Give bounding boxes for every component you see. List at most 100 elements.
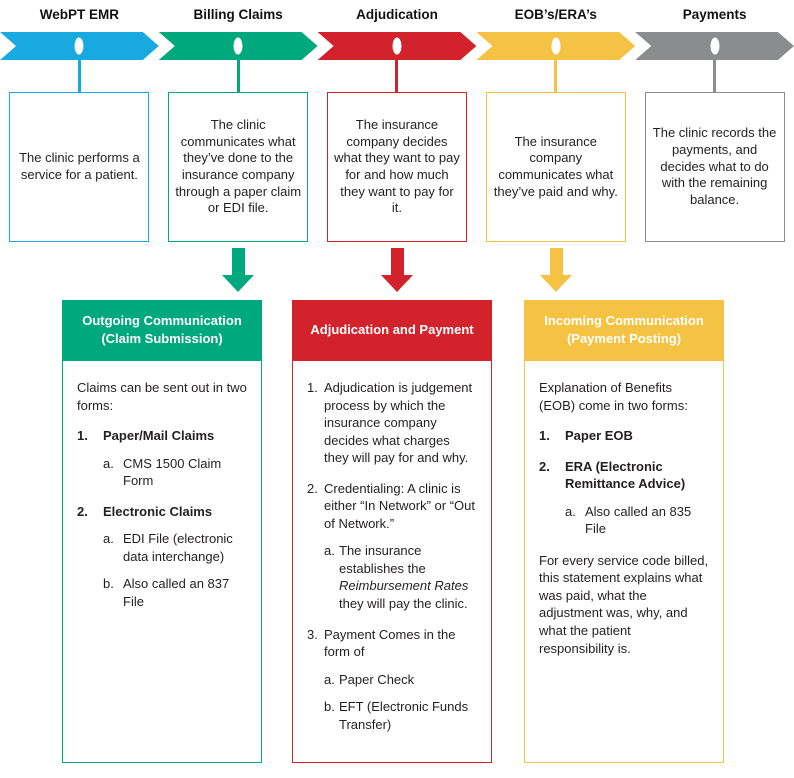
chevron-oval-marker	[710, 38, 719, 55]
stage-description: The clinic communicates what they’ve don…	[175, 117, 302, 216]
panel-body: Claims can be sent out in two forms: 1. …	[62, 360, 262, 763]
list-letter: a.	[324, 671, 335, 687]
stage-description-box: The clinic records the payments, and dec…	[644, 92, 785, 242]
list-number: 3.	[307, 626, 318, 642]
stage-description: The insurance company communicates what …	[493, 133, 618, 199]
list-number: 2.	[539, 458, 550, 474]
down-arrow-green-icon	[218, 248, 258, 292]
chevron-arrow-icon	[476, 32, 635, 60]
list-letter: b.	[324, 699, 335, 715]
stage-description-box: The clinic performs a service for a pati…	[9, 92, 150, 242]
list-item-text: CMS 1500 Claim Form	[123, 455, 222, 489]
list-sub-item: b. EFT (Electronic Funds Transfer)	[324, 698, 477, 733]
list-sub-item: a. The insurance establishes the Reimbur…	[324, 542, 477, 612]
arrow-head	[540, 275, 572, 292]
list-item-text: EFT (Electronic Funds Transfer)	[339, 699, 469, 732]
list-number: 2.	[307, 480, 318, 496]
list-sub-item: a. Also called an 835 File	[565, 503, 709, 538]
list-item-label: ERA (Electronic Remittance Advice)	[565, 458, 686, 492]
chevron-oval-marker	[551, 38, 560, 55]
list-item-text: Adjudication is judgement process by whi…	[324, 380, 473, 466]
panel-title: Outgoing Communication (Claim Submission…	[62, 300, 262, 360]
connector-line	[713, 60, 717, 92]
list-item: 2. Electronic Claims	[77, 503, 247, 521]
stage-title: WebPT EMR	[39, 7, 120, 22]
arrow-head	[381, 275, 413, 292]
stage-billing-claims: Billing Claims The clinic communicates w…	[159, 0, 318, 242]
connector-line	[395, 60, 399, 92]
stage-adjudication: Adjudication The insurance company decid…	[318, 0, 477, 242]
panel-outgoing-communication: Outgoing Communication (Claim Submission…	[62, 300, 262, 763]
chevron-oval-marker	[75, 38, 84, 55]
list-item-text: Paper Check	[339, 671, 415, 687]
panel-outro: For every service code billed, this stat…	[539, 552, 709, 656]
chevron-oval-marker	[234, 38, 243, 55]
list-sub-item: b. Also called an 837 File	[103, 575, 247, 610]
list-item-text: Also called an 837 File	[123, 576, 230, 609]
stage-payments: Payments The clinic records the payments…	[635, 0, 794, 242]
list-letter: a.	[103, 455, 114, 471]
list-item: 1. Paper EOB	[539, 427, 709, 445]
text-segment: The insurance establishes the	[339, 543, 426, 576]
text-segment: they will pay the clinic.	[339, 596, 468, 612]
panel-incoming-communication: Incoming Communication (Payment Posting)…	[524, 300, 724, 763]
stage-description: The clinic performs a service for a pati…	[19, 150, 140, 182]
arrow-shaft	[231, 248, 245, 275]
list-letter: a.	[103, 531, 114, 547]
list-sub-item: a. CMS 1500 Claim Form	[103, 455, 247, 490]
connector-line	[236, 60, 240, 92]
list-sub-item: a. EDI File (electronic data interchange…	[103, 530, 247, 565]
process-stages: WebPT EMR The clinic performs a service …	[0, 0, 794, 242]
stage-description: The clinic records the payments, and dec…	[652, 125, 777, 207]
connector-line	[77, 60, 81, 92]
stage-title: Payments	[682, 7, 747, 22]
arrow-shaft	[549, 248, 563, 275]
stage-description-box: The insurance company communicates what …	[485, 92, 626, 242]
panel-title: Incoming Communication (Payment Posting)	[524, 300, 724, 360]
list-number: 1.	[539, 428, 550, 444]
chevron-oval-marker	[392, 38, 401, 55]
stage-description-box: The insurance company decides what they …	[326, 92, 467, 242]
list-item-label: Paper EOB	[565, 428, 633, 444]
panel-body: 1. Adjudication is judgement process by …	[292, 360, 492, 763]
chevron-arrow-icon	[318, 32, 477, 60]
panel-intro: Claims can be sent out in two forms:	[77, 380, 247, 413]
text-segment-italic: Reimbursement Rates	[339, 578, 469, 594]
down-arrow-yellow-icon	[536, 248, 576, 292]
list-item-text: Payment Comes in the form of	[324, 626, 456, 660]
panel-intro: Explanation of Benefits (EOB) come in tw…	[539, 380, 688, 413]
chevron-arrow-icon	[635, 32, 794, 60]
list-letter: a.	[324, 543, 335, 559]
chevron-arrow-icon	[0, 32, 159, 60]
stage-eobs-eras: EOB’s/ERA’s The insurance company commun…	[476, 0, 635, 242]
list-letter: b.	[103, 576, 114, 592]
list-number: 1.	[307, 380, 318, 395]
list-item: 2. Credentialing: A clinic is either “In…	[307, 480, 477, 533]
down-arrow-red-icon	[377, 248, 417, 292]
list-item: 1. Paper/Mail Claims	[77, 427, 247, 445]
list-number: 1.	[77, 428, 88, 444]
list-item: 3. Payment Comes in the form of	[307, 626, 477, 661]
stage-description-box: The clinic communicates what they’ve don…	[168, 92, 309, 242]
stage-description: The insurance company decides what they …	[334, 117, 460, 216]
list-item-label: Electronic Claims	[103, 503, 213, 519]
stage-title: EOB’s/ERA’s	[514, 7, 597, 22]
stage-webpt-emr: WebPT EMR The clinic performs a service …	[0, 0, 159, 242]
panel-body: Explanation of Benefits (EOB) come in tw…	[524, 360, 724, 763]
stage-title: Adjudication	[356, 7, 438, 22]
panel-title: Adjudication and Payment	[292, 300, 492, 360]
stage-title: Billing Claims	[193, 7, 283, 22]
list-letter: a.	[565, 503, 576, 519]
list-item-text: EDI File (electronic data interchange)	[123, 531, 233, 564]
list-item-label: Paper/Mail Claims	[103, 428, 215, 444]
arrow-head	[222, 275, 254, 292]
panel-adjudication-payment: Adjudication and Payment 1. Adjudication…	[292, 300, 492, 763]
list-sub-item: a. Paper Check	[324, 671, 477, 689]
list-number: 2.	[77, 503, 88, 519]
list-item: 1. Adjudication is judgement process by …	[307, 379, 477, 467]
chevron-arrow-icon	[159, 32, 318, 60]
list-item: 2. ERA (Electronic Remittance Advice)	[539, 458, 709, 493]
connector-line	[554, 60, 558, 92]
list-item-text: Also called an 835 File	[585, 503, 692, 537]
